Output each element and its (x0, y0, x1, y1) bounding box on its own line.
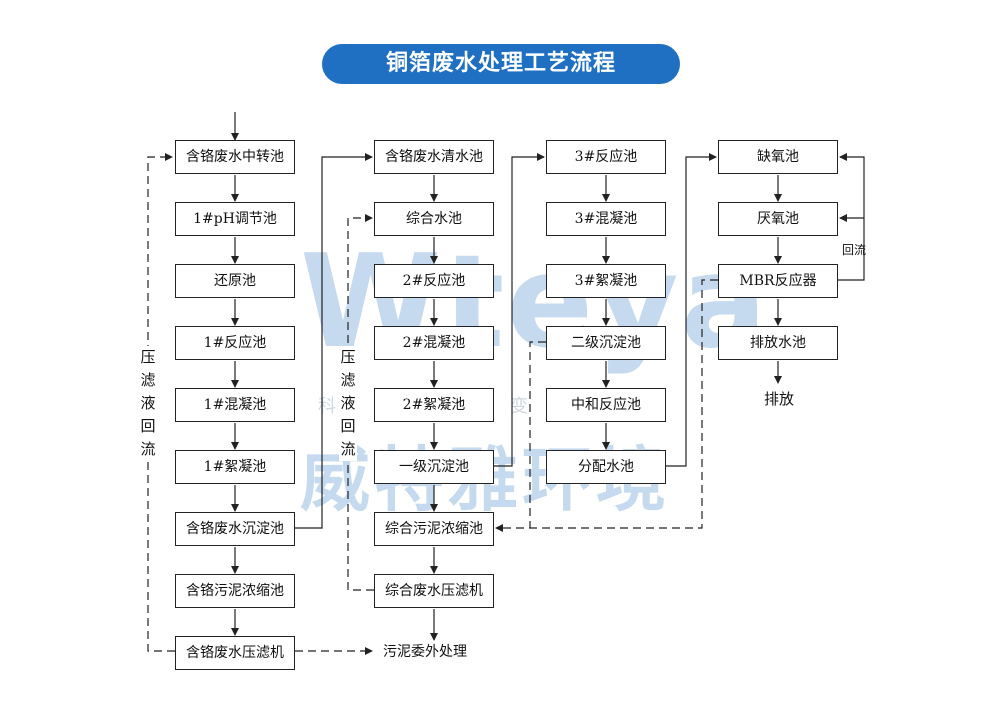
discharge-label: 排放 (764, 390, 795, 408)
ph-adjust-tank-1: 1#pH调节池 (175, 202, 295, 236)
secondary-sediment-tank: 二级沉淀池 (546, 326, 666, 360)
combined-filter-press: 综合废水压滤机 (374, 574, 494, 608)
discharge-tank: 排放水池 (718, 326, 838, 360)
primary-sediment-tank: 一级沉淀池 (374, 450, 494, 484)
sludge-outsource-label: 污泥委外处理 (383, 644, 467, 660)
filtrate-return-label-2: 压滤液回流 (339, 346, 357, 461)
flocculation-tank-1: 1#絮凝池 (175, 450, 295, 484)
combined-sludge-thickener: 综合污泥浓缩池 (374, 512, 494, 546)
anaerobic-tank: 厌氧池 (718, 202, 838, 236)
chromium-filter-press: 含铬废水压滤机 (175, 636, 295, 670)
chromium-sediment-tank: 含铬废水沉淀池 (175, 512, 295, 546)
reaction-tank-2: 2#反应池 (374, 264, 494, 298)
coagulation-tank-3: 3#混凝池 (546, 202, 666, 236)
reaction-tank-3: 3#反应池 (546, 140, 666, 174)
reflux-label: 回流 (842, 243, 867, 257)
distribution-tank: 分配水池 (546, 450, 666, 484)
anoxic-tank: 缺氧池 (718, 140, 838, 174)
reduction-tank: 还原池 (175, 264, 295, 298)
reaction-tank-1: 1#反应池 (175, 326, 295, 360)
coagulation-tank-2: 2#混凝池 (374, 326, 494, 360)
coagulation-tank-1: 1#混凝池 (175, 388, 295, 422)
flocculation-tank-3: 3#絮凝池 (546, 264, 666, 298)
mbr-reactor: MBR反应器 (718, 264, 838, 298)
chromium-clear-water-tank: 含铬废水清水池 (374, 140, 494, 174)
page-title: 铜箔废水处理工艺流程 (322, 44, 680, 84)
chromium-transfer-tank: 含铬废水中转池 (175, 140, 295, 174)
filtrate-return-label-1: 压滤液回流 (139, 346, 157, 461)
neutralization-tank: 中和反应池 (546, 388, 666, 422)
chromium-sludge-thickener: 含铬污泥浓缩池 (175, 574, 295, 608)
combined-water-tank: 综合水池 (374, 202, 494, 236)
flocculation-tank-2: 2#絮凝池 (374, 388, 494, 422)
